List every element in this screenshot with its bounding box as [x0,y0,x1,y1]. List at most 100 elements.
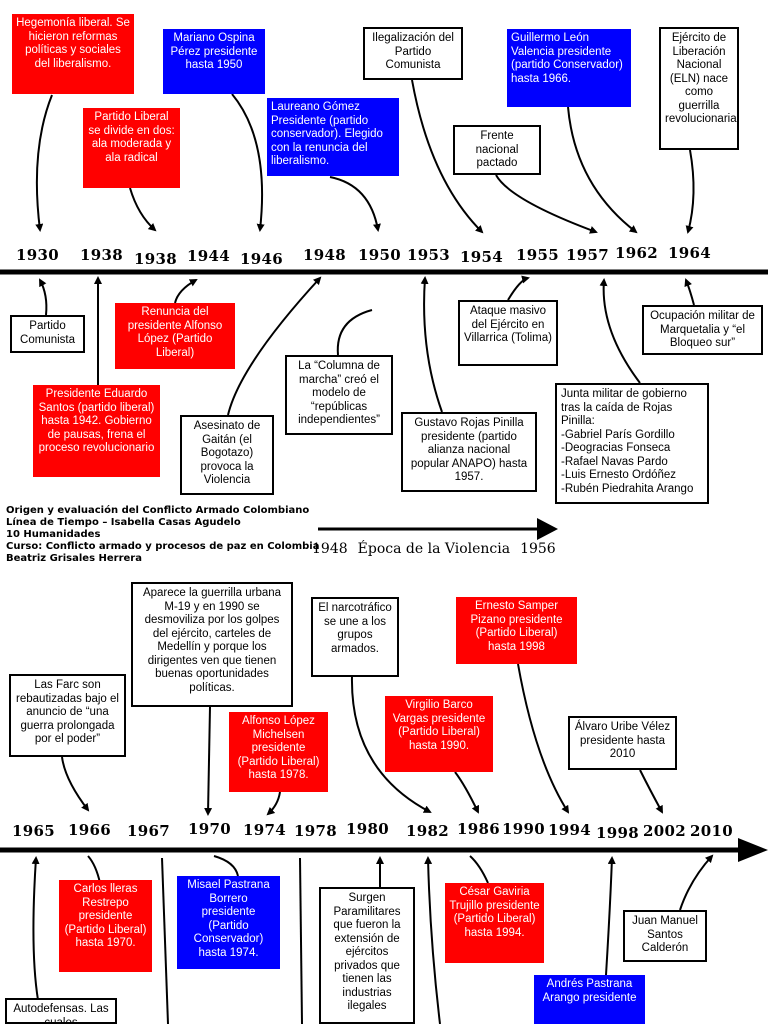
event-box: Guillermo León Valencia presidente (part… [507,29,631,107]
event-box: Partido Comunista [10,315,85,353]
event-box: Frente nacional pactado [453,125,541,175]
connector [204,706,213,816]
year-label: 2010 [690,822,733,840]
connector [161,857,169,1024]
event-box: Partido Liberal se divide en dos: ala mo… [83,108,180,188]
year-label: 1950 [358,246,401,264]
year-label: 1978 [294,822,337,840]
connector [469,855,489,884]
event-box: Renuncia del presidente Alfonso López (P… [115,303,235,369]
event-box: Ocupación militar de Marquetalia y “el B… [642,305,763,355]
era-label: 1948 Época de la Violencia 1956 [312,541,566,557]
year-label: 1967 [127,822,170,840]
connector [495,174,598,234]
credits-line: Línea de Tiempo – Isabella Casas Agudelo [6,517,241,528]
event-box: Alfonso López Michelsen presidente (Part… [229,712,328,792]
event-box: Andrés Pastrana Arango presidente [534,975,645,1024]
event-box: Carlos lleras Restrepo presidente (Parti… [59,880,152,972]
event-box: Presidente Eduardo Santos (partido liber… [33,385,160,477]
event-box: Asesinato de Gaitán (el Bogotazo) provoc… [180,415,274,495]
year-label: 1966 [68,821,111,839]
year-label: 1955 [516,246,559,264]
connector [639,769,663,814]
year-label: 1957 [566,246,609,264]
connector [685,149,695,234]
connector [599,278,641,384]
connector [411,79,484,234]
event-box: Hegemonía liberal. Se hicieron reformas … [12,14,134,94]
event-box: Ejército de Liberación Nacional (ELN) na… [659,27,739,150]
connector [87,855,101,884]
year-label: 1946 [240,250,283,268]
era-end: 1956 [520,541,556,557]
connector [213,855,239,877]
credits-line: Origen y evaluación del Conflicto Armado… [6,505,310,516]
connector [679,854,714,911]
connector [350,675,432,813]
era-name: Época de la Violencia [357,541,511,557]
connector [129,187,157,232]
year-label: 1986 [457,820,500,838]
year-label: 1980 [346,820,389,838]
event-box: Álvaro Uribe Vélez presidente hasta 2010 [568,716,677,770]
event-box: El narcotráfico se une a los grupos arma… [311,597,399,677]
credits-block: Origen y evaluación del Conflicto Armado… [6,505,319,565]
connector [454,771,480,814]
year-label: 1944 [187,247,230,265]
event-box: Ilegalización del Partido Comunista [363,27,463,80]
event-box: Ernesto Samper Pizano presidente (Partid… [456,597,577,664]
connector [420,276,443,413]
event-box: Laureano Gómez Presidente (partido conse… [267,98,399,176]
connector [35,94,53,232]
year-label: 1998 [596,824,639,842]
event-box: Aparece la guerrilla urbana M-19 y en 19… [131,582,293,707]
year-label: 1990 [502,820,545,838]
year-label: 1953 [407,246,450,264]
connector [61,756,90,812]
event-box: César Gaviria Trujillo presidente (Parti… [445,883,544,963]
connector [424,856,441,1024]
credits-line: Beatriz Grisales Herrera [6,553,142,564]
connector [605,856,616,976]
year-label: 1964 [668,244,711,262]
year-label: 1930 [16,246,59,264]
timeline-axis-2-arrowhead [738,838,768,862]
event-box: La “Columna de marcha” creó el modelo de… [285,355,393,435]
event-box: Las Farc son rebautizadas bajo el anunci… [9,674,126,757]
year-label: 1954 [460,248,503,266]
event-box: Virgilio Barco Vargas presidente (Partid… [385,696,493,772]
connector [567,106,638,234]
year-label: 1938 [134,250,177,268]
event-box: Autodefensas. Las cuales [5,998,117,1024]
connector [329,176,381,232]
year-label: 1970 [188,820,231,838]
year-label: 1948 [303,246,346,264]
credits-line: Curso: Conflicto armado y procesos de pa… [6,541,320,552]
connector [39,278,48,316]
connector [231,93,265,232]
event-box: Surgen Paramilitares que fueron la exten… [319,887,415,1024]
connector [299,857,303,1024]
year-label: 1994 [548,821,591,839]
year-label: 2002 [643,822,686,840]
year-label: 1965 [12,822,55,840]
connector [507,275,530,301]
event-box: Gustavo Rojas Pinilla presidente (partid… [401,412,537,492]
connector [336,309,373,356]
year-label: 1962 [615,244,658,262]
era-arrowhead [537,518,558,540]
event-box: Juan Manuel Santos Calderón [623,910,707,962]
connector [684,278,695,306]
year-label: 1938 [80,246,123,264]
credits-line: 10 Humanidades [6,529,101,540]
year-label: 1974 [243,821,286,839]
event-box: Ataque masivo del Ejército en Villarrica… [458,300,558,366]
connector [266,791,281,816]
connector [517,663,570,814]
event-box: Misael Pastrana Borrero presidente (Part… [177,876,280,969]
connector [31,856,40,1001]
era-start: 1948 [312,541,348,557]
event-box: Mariano Ospina Pérez presidente hasta 19… [163,29,265,94]
event-box: Junta militar de gobierno tras la caída … [555,383,709,504]
